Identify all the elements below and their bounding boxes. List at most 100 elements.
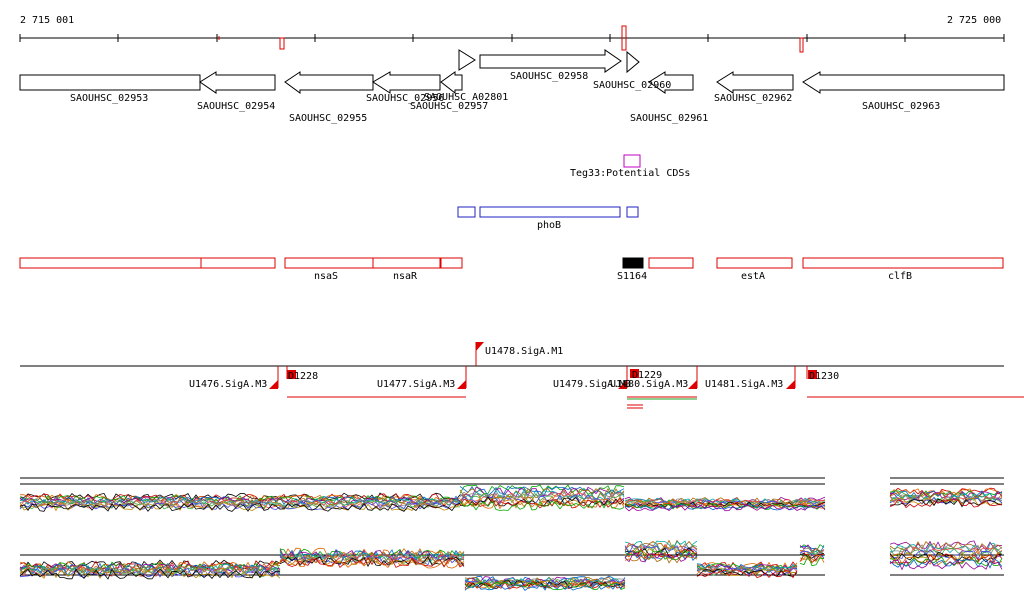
expression-trace	[696, 569, 798, 579]
red-feature[interactable]	[802, 257, 1004, 269]
expression-trace	[19, 567, 281, 579]
feature-label: nsaS	[314, 271, 338, 282]
gene-track: SAOUHSC_02953 SAOUHSC_02954 SAOUHSC_0295…	[19, 49, 1005, 124]
operon-label: phoB	[537, 220, 561, 231]
expression-trace	[459, 487, 625, 500]
operon-track: phoB	[457, 206, 639, 231]
promoter-flag[interactable]	[786, 380, 795, 389]
operon-feature[interactable]	[626, 206, 639, 218]
expression-trace	[624, 503, 826, 511]
expression-trace	[799, 549, 825, 557]
promoter-track: U1478.SigA.M1 U1476.SigA.M3 U1477.SigA.M…	[20, 342, 1024, 409]
expression-trace	[799, 549, 825, 560]
gene-arrow[interactable]	[479, 49, 622, 73]
teg-label: Teg33:Potential CDSs	[570, 168, 690, 179]
promoter-flag[interactable]	[457, 380, 466, 389]
promoter-flag[interactable]	[688, 380, 697, 389]
gene-label: SAOUHSC_02963	[862, 101, 940, 112]
gene-arrow[interactable]	[802, 71, 1005, 94]
red-feature-track: nsaS nsaR S1164 estA clfB	[19, 257, 1004, 282]
expression-trace	[19, 497, 461, 507]
red-feature[interactable]	[622, 257, 644, 269]
gene-label: SAOUHSC_02958	[510, 71, 588, 82]
promoter-label: U1478.SigA.M1	[485, 346, 563, 357]
expression-trace	[799, 544, 825, 553]
gene-arrow[interactable]	[19, 74, 201, 91]
expression-trace	[464, 582, 626, 591]
expression-track-top	[19, 477, 1004, 512]
expression-trace	[279, 557, 465, 569]
promoter-label: U1476.SigA.M3	[189, 379, 267, 390]
expression-trace	[889, 556, 1003, 567]
expression-trace	[800, 547, 825, 556]
red-feature[interactable]	[372, 257, 441, 269]
expression-trace	[889, 554, 1003, 566]
gene-label: SAOUHSC_02955	[289, 113, 367, 124]
gene-arrow[interactable]	[626, 50, 640, 74]
expression-trace	[696, 561, 798, 572]
gene-label: SAOUHSC_A02801	[424, 92, 508, 103]
expression-trace	[279, 554, 465, 565]
red-feature[interactable]	[284, 257, 374, 269]
expression-track-bottom	[19, 539, 1004, 591]
expression-trace	[19, 567, 281, 579]
feature-label: clfB	[888, 271, 912, 282]
promoter-flag[interactable]	[618, 380, 627, 389]
promoter-flag[interactable]	[269, 380, 278, 389]
axis-mark	[279, 37, 285, 50]
expression-trace	[889, 551, 1002, 563]
feature-label: estA	[741, 271, 765, 282]
gene-arrow[interactable]	[458, 49, 476, 71]
feature-label: S1164	[617, 271, 647, 282]
expression-trace	[799, 554, 825, 564]
expression-trace	[19, 568, 281, 580]
expression-trace	[624, 504, 826, 512]
terminator-mark[interactable]	[287, 370, 296, 379]
gene-arrow[interactable]	[440, 71, 463, 95]
expression-trace	[624, 501, 826, 509]
promoter-label: U1481.SigA.M3	[705, 379, 783, 390]
teg-feature[interactable]	[623, 154, 641, 168]
gene-label: SAOUHSC_02962	[714, 93, 792, 104]
expression-trace	[889, 546, 1003, 556]
red-feature[interactable]	[440, 257, 463, 269]
operon-feature[interactable]	[479, 206, 621, 218]
expression-trace	[279, 558, 465, 569]
expression-trace	[624, 540, 698, 552]
expression-trace	[889, 549, 1003, 560]
gene-arrow[interactable]	[716, 71, 794, 94]
red-feature[interactable]	[716, 257, 793, 269]
red-feature[interactable]	[19, 257, 202, 269]
terminator-mark[interactable]	[808, 370, 817, 379]
red-feature[interactable]	[648, 257, 694, 269]
gene-label: SAOUHSC_02954	[197, 101, 275, 112]
gene-label: SAOUHSC_02953	[70, 93, 148, 104]
expression-trace	[799, 550, 825, 561]
axis-mark	[799, 37, 804, 53]
gene-arrow[interactable]	[199, 71, 276, 94]
expression-trace	[889, 490, 1003, 500]
gene-arrow[interactable]	[372, 71, 441, 94]
promoter-label: U1480.SigA.M3	[610, 379, 688, 390]
red-feature[interactable]	[200, 257, 276, 269]
expression-trace	[624, 549, 698, 561]
gene-arrow[interactable]	[284, 71, 374, 94]
axis-mark	[621, 25, 627, 51]
gene-label: SAOUHSC_02960	[593, 80, 671, 91]
expression-trace	[889, 499, 1003, 509]
terminator-label: D1230	[809, 371, 839, 382]
feature-label: nsaR	[393, 271, 418, 282]
expression-trace	[696, 563, 798, 571]
gene-arrow[interactable]	[648, 71, 694, 94]
axis-end-label: 2 725 000	[947, 15, 1001, 26]
expression-trace	[459, 500, 625, 511]
expression-trace	[19, 499, 461, 509]
expression-trace	[19, 565, 281, 578]
expression-trace	[464, 581, 626, 590]
promoter-flag[interactable]	[476, 342, 484, 351]
operon-feature[interactable]	[457, 206, 476, 218]
expression-trace	[19, 492, 461, 502]
terminator-mark[interactable]	[630, 369, 639, 378]
